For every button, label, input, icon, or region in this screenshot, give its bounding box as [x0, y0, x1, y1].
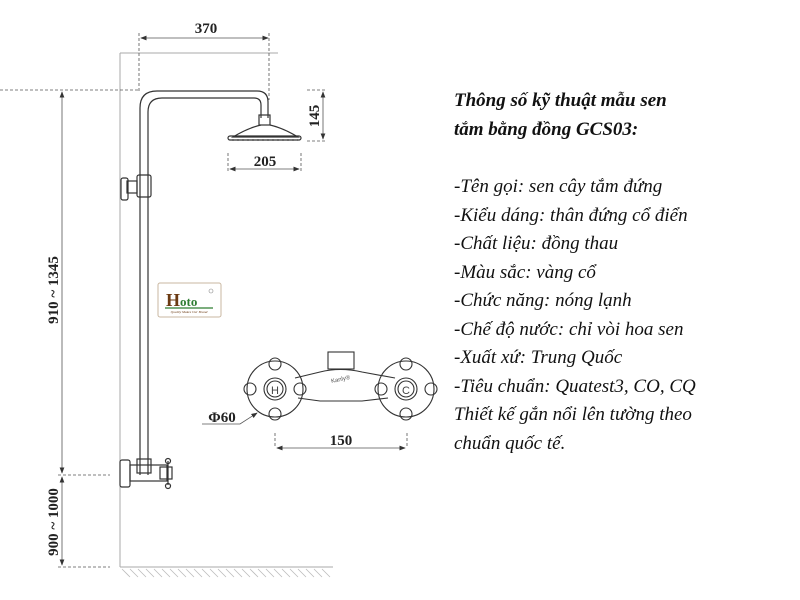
- spec-item-design-1: Thiết kế gắn nổi lên tường theo: [454, 404, 692, 425]
- svg-text:H: H: [166, 290, 180, 310]
- spec-item-standard: -Tiêu chuẩn: Quatest3, CO, CQ: [454, 375, 696, 397]
- spec-item-design-2: chuẩn quốc tế.: [454, 432, 566, 454]
- shower-technical-drawing: H C Kanly® 370 145 205 910 ~ 1345 900 ~ …: [0, 21, 438, 578]
- spec-item-style: -Kiểu dáng: thân đứng cổ điển: [454, 204, 688, 226]
- dim-head-diameter: 205: [254, 154, 277, 170]
- spec-text-block: Thông số kỹ thuật mẫu sen tắm bằng đồng …: [454, 86, 799, 458]
- spec-title-line2: tắm bằng đồng GCS03:: [454, 119, 639, 140]
- spec-title-line1: Thông số kỹ thuật mẫu sen: [454, 90, 667, 111]
- dim-head-height: 145: [307, 105, 323, 128]
- dim-mixer-height: 900 ~ 1000: [46, 488, 62, 556]
- hoto-logo: H oto Quality Makes Our Brand: [157, 282, 222, 318]
- shower-column: [119, 90, 302, 490]
- cold-label: C: [402, 385, 410, 397]
- svg-text:Quality Makes Our Brand: Quality Makes Our Brand: [171, 310, 208, 314]
- svg-text:oto: oto: [180, 294, 197, 309]
- wall-floor: [119, 52, 333, 578]
- spec-item-origin: -Xuất xứ: Trung Quốc: [454, 347, 623, 368]
- spec-item-function: -Chức năng: nóng lạnh: [454, 290, 632, 311]
- dim-column-height: 910 ~ 1345: [46, 256, 62, 324]
- spec-item-name: -Tên gọi: sen cây tắm đứng: [454, 176, 663, 197]
- spec-title: Thông số kỹ thuật mẫu sen tắm bằng đồng …: [454, 86, 799, 144]
- mixer-brand: Kanly®: [330, 374, 351, 385]
- spec-item-water-mode: -Chế độ nước: chỉ vòi hoa sen: [454, 318, 684, 340]
- hot-label: H: [271, 385, 279, 397]
- dim-flange-diameter: Φ60: [208, 410, 235, 426]
- dim-mixer-spacing: 150: [330, 433, 353, 449]
- dim-arm-width: 370: [195, 21, 218, 37]
- spec-item-material: -Chất liệu: đồng thau: [454, 233, 619, 254]
- spec-item-color: -Màu sắc: vàng cổ: [454, 261, 596, 283]
- mixer-valve: [243, 351, 438, 421]
